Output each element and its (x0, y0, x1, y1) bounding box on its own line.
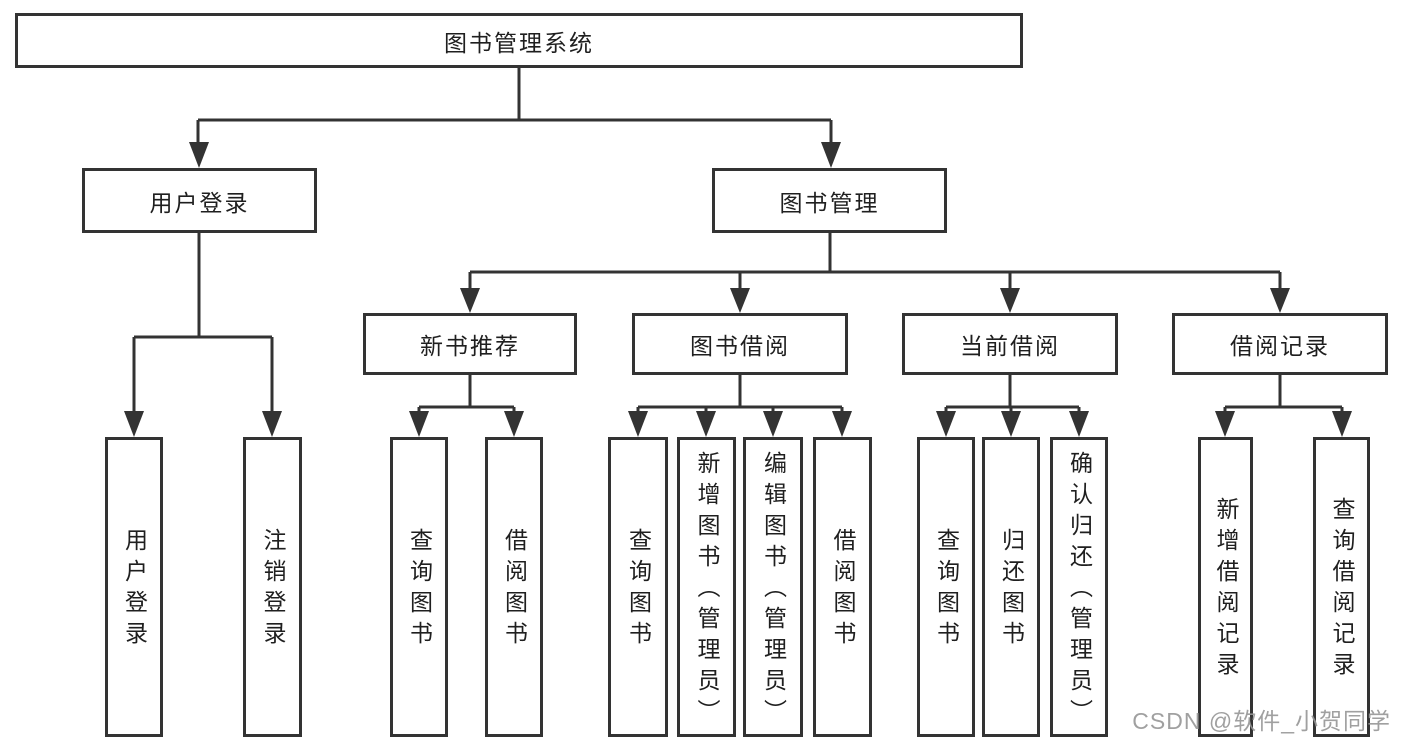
leaf-bb-add-books: 新增图书（管理员） (677, 437, 736, 737)
leaf-br-query-record: 查询借阅记录 (1313, 437, 1370, 737)
node-borrow-record: 借阅记录 (1172, 313, 1388, 375)
node-label: 查询借阅记录 (1329, 497, 1355, 683)
node-label: 图书借阅 (690, 333, 790, 359)
node-label: 查询图书 (933, 528, 960, 652)
leaf-cb-confirm-return: 确认归还（管理员） (1050, 437, 1108, 737)
leaf-cb-return-books: 归还图书 (982, 437, 1040, 737)
node-new-book-recommend: 新书推荐 (363, 313, 577, 375)
node-label: 确认归还（管理员） (1066, 450, 1093, 730)
node-label: 图书管理 (779, 189, 880, 216)
leaf-bb-query-books: 查询图书 (608, 437, 668, 737)
leaf-br-add-record: 新增借阅记录 (1198, 437, 1253, 737)
node-label: 借阅记录 (1230, 333, 1330, 359)
node-current-borrow: 当前借阅 (902, 313, 1118, 375)
node-label: 注销登录 (260, 528, 286, 652)
node-label: 新增借阅记录 (1213, 497, 1239, 683)
node-label: 查询图书 (625, 528, 652, 652)
leaf-cb-query-books: 查询图书 (917, 437, 975, 737)
node-label: 归还图书 (998, 528, 1025, 652)
node-label: 编辑图书（管理员） (760, 450, 787, 730)
leaf-logout: 注销登录 (243, 437, 302, 737)
node-label: 当前借阅 (960, 333, 1060, 359)
leaf-bb-borrow-books: 借阅图书 (813, 437, 872, 737)
leaf-nb-query-books: 查询图书 (390, 437, 448, 737)
node-label: 用户登录 (121, 528, 148, 652)
node-root: 图书管理系统 (15, 13, 1023, 68)
node-label: 新书推荐 (420, 333, 520, 359)
node-book-management: 图书管理 (712, 168, 947, 233)
node-book-borrow: 图书借阅 (632, 313, 848, 375)
leaf-user-login: 用户登录 (105, 437, 163, 737)
node-label: 查询图书 (406, 528, 433, 652)
leaf-bb-edit-books: 编辑图书（管理员） (743, 437, 803, 737)
node-label: 借阅图书 (830, 528, 856, 652)
leaf-nb-borrow-books: 借阅图书 (485, 437, 543, 737)
node-user-login: 用户登录 (82, 168, 317, 233)
node-label: 图书管理系统 (444, 29, 594, 56)
csdn-watermark: CSDN @软件_小贺同学 (1132, 708, 1391, 734)
node-label: 用户登录 (149, 189, 250, 216)
node-label: 借阅图书 (501, 528, 528, 652)
node-label: 新增图书（管理员） (694, 450, 720, 730)
